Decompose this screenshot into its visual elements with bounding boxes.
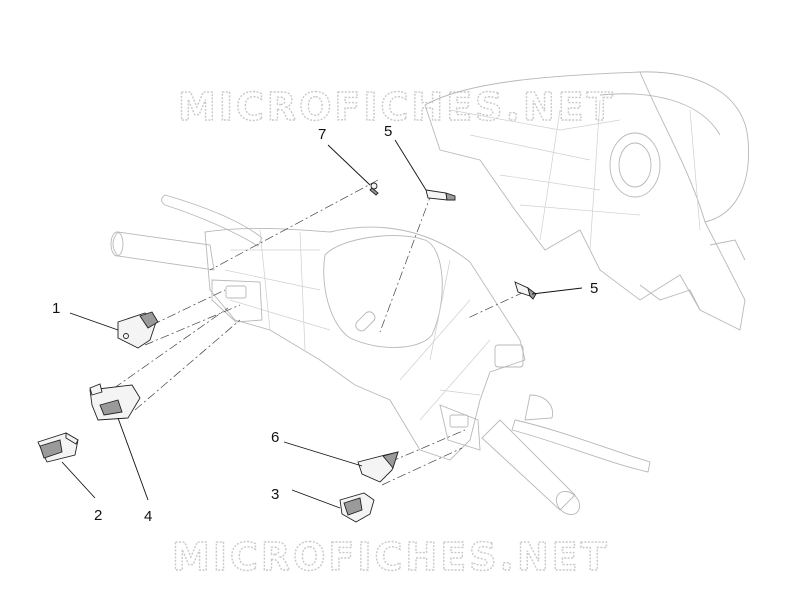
callout-5b: 5 [590,280,598,297]
part-7-screw [369,182,379,196]
assembly-lines [99,179,525,486]
watermark-bottom: MICROFICHES.NET [172,535,610,579]
part-5a-bulb [425,189,456,201]
callout-7: 7 [318,126,326,143]
watermark-top: MICROFICHES.NET [178,85,616,129]
callout-5a: 5 [384,123,392,140]
callout-6: 6 [271,429,279,446]
part-6-switch [357,451,399,483]
callout-1: 1 [52,300,60,317]
part-4-switch-housing [89,383,141,421]
rear-handlebar-cover [424,71,750,331]
callout-2: 2 [94,507,102,524]
part-5b-bulb [514,281,537,300]
part-2-switch [37,432,79,463]
callout-3: 3 [271,486,279,503]
front-handlebar-assembly [110,194,651,516]
callout-4: 4 [144,508,152,525]
leader-lines [61,139,583,509]
part-1-switch [117,311,159,349]
part-3-switch [339,492,375,523]
